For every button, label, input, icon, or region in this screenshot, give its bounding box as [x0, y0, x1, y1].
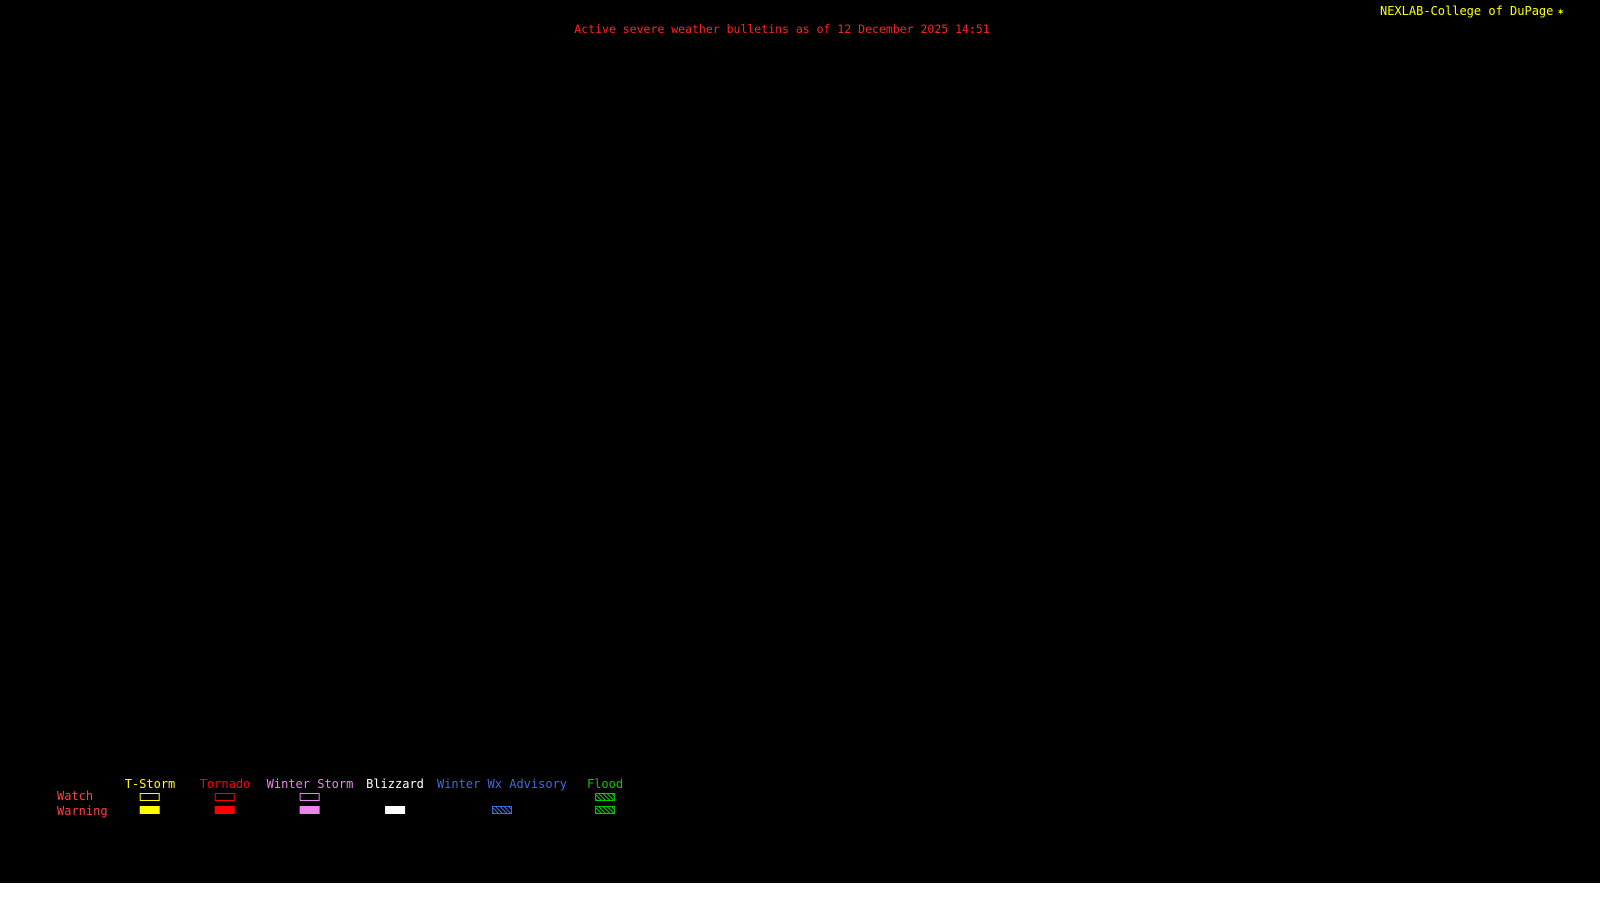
legend-label-tstorm: T-Storm — [124, 777, 176, 791]
legend-label-winter-storm: Winter Storm — [266, 777, 354, 791]
cod-logo-icon: ✶ — [1557, 4, 1564, 18]
tornado-warning-swatch — [214, 806, 235, 814]
legend-col-tstorm: T-Storm — [124, 777, 176, 814]
blizzard-warning-swatch — [384, 806, 405, 814]
legend-label-tornado: Tornado — [199, 777, 251, 791]
flood-warning-swatch — [595, 806, 615, 814]
legend-col-flood: Flood — [587, 777, 623, 814]
winter-wx-advisory-warning-swatch — [491, 806, 512, 814]
flood-watch-swatch — [595, 793, 615, 801]
legend-col-blizzard: Blizzard — [366, 777, 424, 814]
tstorm-watch-swatch — [139, 793, 160, 801]
winter-storm-warning-swatch — [299, 806, 320, 814]
winter-storm-watch-swatch — [299, 793, 320, 801]
warning-row-label: Warning — [57, 804, 108, 818]
legend-label-winter-wx-advisory: Winter Wx Advisory — [436, 777, 568, 791]
legend-label-flood: Flood — [586, 777, 624, 791]
legend-col-winter-wx-advisory: Winter Wx Advisory — [437, 777, 567, 814]
tornado-watch-swatch — [214, 793, 235, 801]
tstorm-warning-swatch — [139, 806, 160, 814]
legend-label-blizzard: Blizzard — [366, 777, 424, 791]
legend-col-tornado: Tornado — [199, 777, 251, 814]
watch-row-label: Watch — [57, 789, 94, 803]
brand: NEXLAB-College of DuPage ✶ — [1380, 4, 1564, 18]
brand-text: NEXLAB-College of DuPage — [1379, 4, 1554, 18]
page-bottom-strip — [0, 883, 1600, 900]
legend-col-winter-storm: Winter Storm — [266, 777, 354, 814]
page-title: Active severe weather bulletins as of 12… — [574, 22, 990, 36]
